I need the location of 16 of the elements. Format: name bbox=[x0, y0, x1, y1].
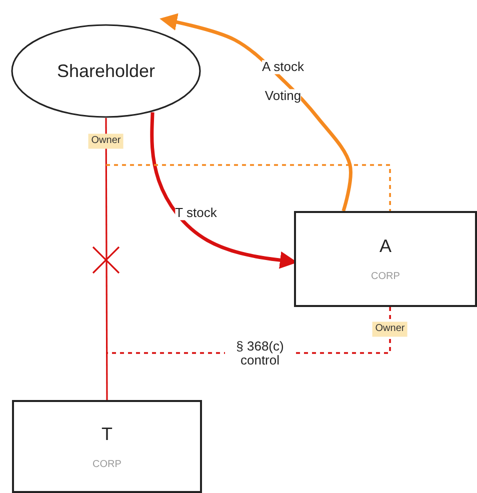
entity-name: A bbox=[379, 236, 392, 257]
owner-tag: Owner bbox=[88, 134, 124, 148]
entity-ellipse bbox=[11, 24, 201, 118]
entity-box bbox=[294, 211, 477, 307]
entity-type: CORP bbox=[92, 458, 122, 470]
entity-name: Shareholder bbox=[56, 60, 156, 82]
edge-label: § 368(c) control bbox=[225, 339, 295, 367]
dashed-connector bbox=[106, 164, 391, 211]
arrow bbox=[160, 13, 352, 212]
edge-label: A stock bbox=[262, 60, 304, 74]
owner-tag: Owner bbox=[372, 322, 408, 336]
entity-type: CORP bbox=[371, 271, 400, 282]
entity-name: T bbox=[102, 424, 112, 444]
line-note: Voting bbox=[264, 89, 302, 103]
entity-box bbox=[12, 400, 202, 493]
edge-label: T stock bbox=[175, 206, 217, 220]
